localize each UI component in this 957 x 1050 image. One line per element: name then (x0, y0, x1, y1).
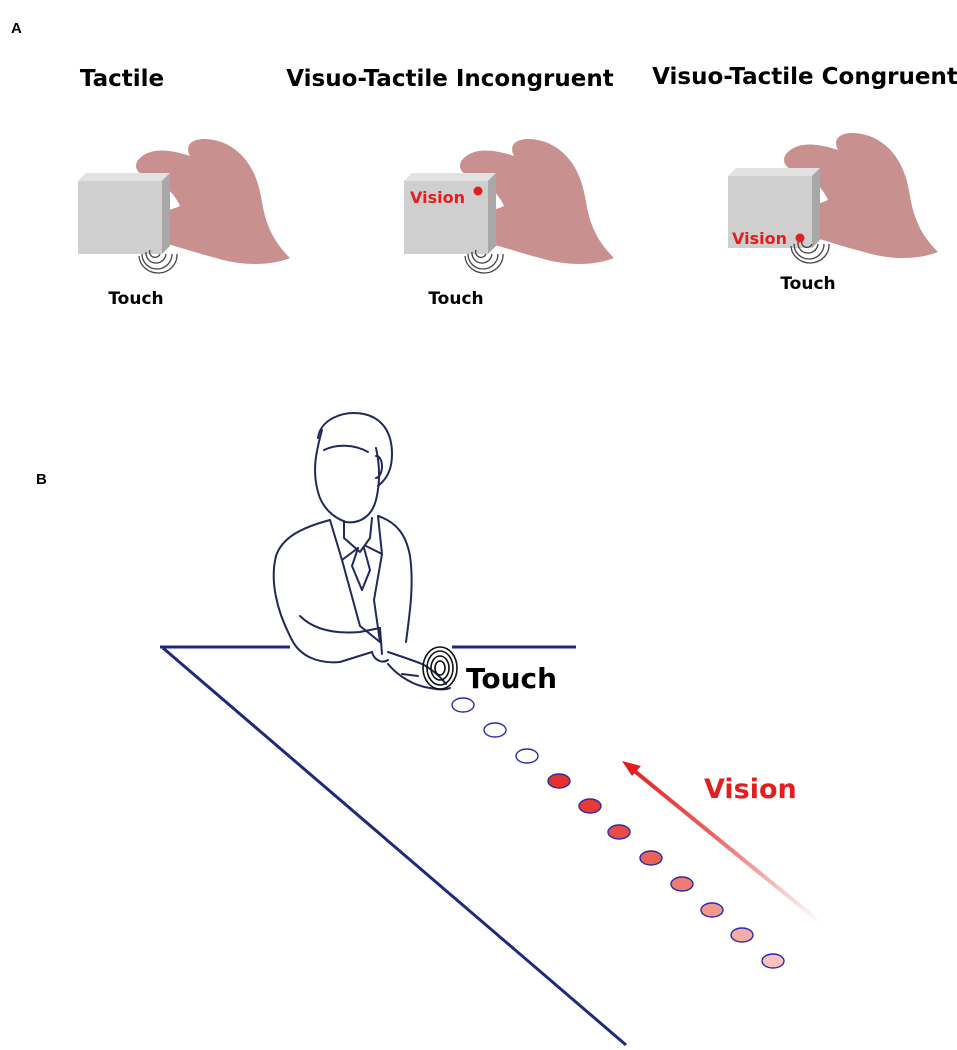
condition-visuo-tactile-congruent: Visuo-Tactile Congruent Vision Touch (652, 64, 957, 294)
touch-label: Touch (428, 289, 483, 309)
hand-icon (784, 133, 938, 258)
led-lit (547, 773, 571, 789)
condition-title: Tactile (80, 66, 164, 92)
led-unlit (483, 722, 507, 738)
touch-vibration-icon (464, 249, 504, 274)
condition-visuo-tactile-incongruent: Visuo-Tactile Incongruent Vision Touch (286, 66, 614, 309)
touch-label: Touch (108, 289, 163, 309)
vision-label: Vision (410, 188, 465, 207)
led-lit (670, 876, 694, 892)
hand-icon (460, 139, 614, 264)
touch-label: Touch (780, 274, 835, 294)
box-icon (728, 168, 820, 248)
condition-title: Visuo-Tactile Incongruent (286, 66, 613, 92)
box-icon (78, 173, 170, 254)
touch-label-large: Touch (466, 662, 557, 695)
table-outline (160, 645, 627, 1047)
touch-vibration-icon (790, 239, 830, 264)
vision-led-dot (795, 233, 805, 243)
led-lit (578, 798, 602, 814)
vision-led-dot (473, 186, 483, 196)
panel-b-label: B (36, 471, 47, 488)
condition-tactile: Tactile Touch (78, 66, 290, 309)
vision-label-large: Vision (704, 774, 797, 805)
touch-vibration-icon (422, 646, 458, 690)
box-icon (404, 173, 496, 254)
led-lit (700, 902, 724, 918)
led-row (451, 697, 785, 969)
condition-title: Visuo-Tactile Congruent (652, 64, 957, 90)
led-lit (607, 824, 631, 840)
touch-vibration-icon (138, 249, 178, 274)
hand-icon (136, 139, 290, 264)
led-lit (639, 850, 663, 866)
vision-label: Vision (732, 229, 787, 248)
panel-a-label: A (11, 20, 22, 37)
led-unlit (515, 748, 539, 764)
led-lit (730, 927, 754, 943)
vision-arrow-icon (622, 761, 822, 924)
led-unlit (451, 697, 475, 713)
person-figure (272, 412, 451, 691)
led-lit (761, 953, 785, 969)
